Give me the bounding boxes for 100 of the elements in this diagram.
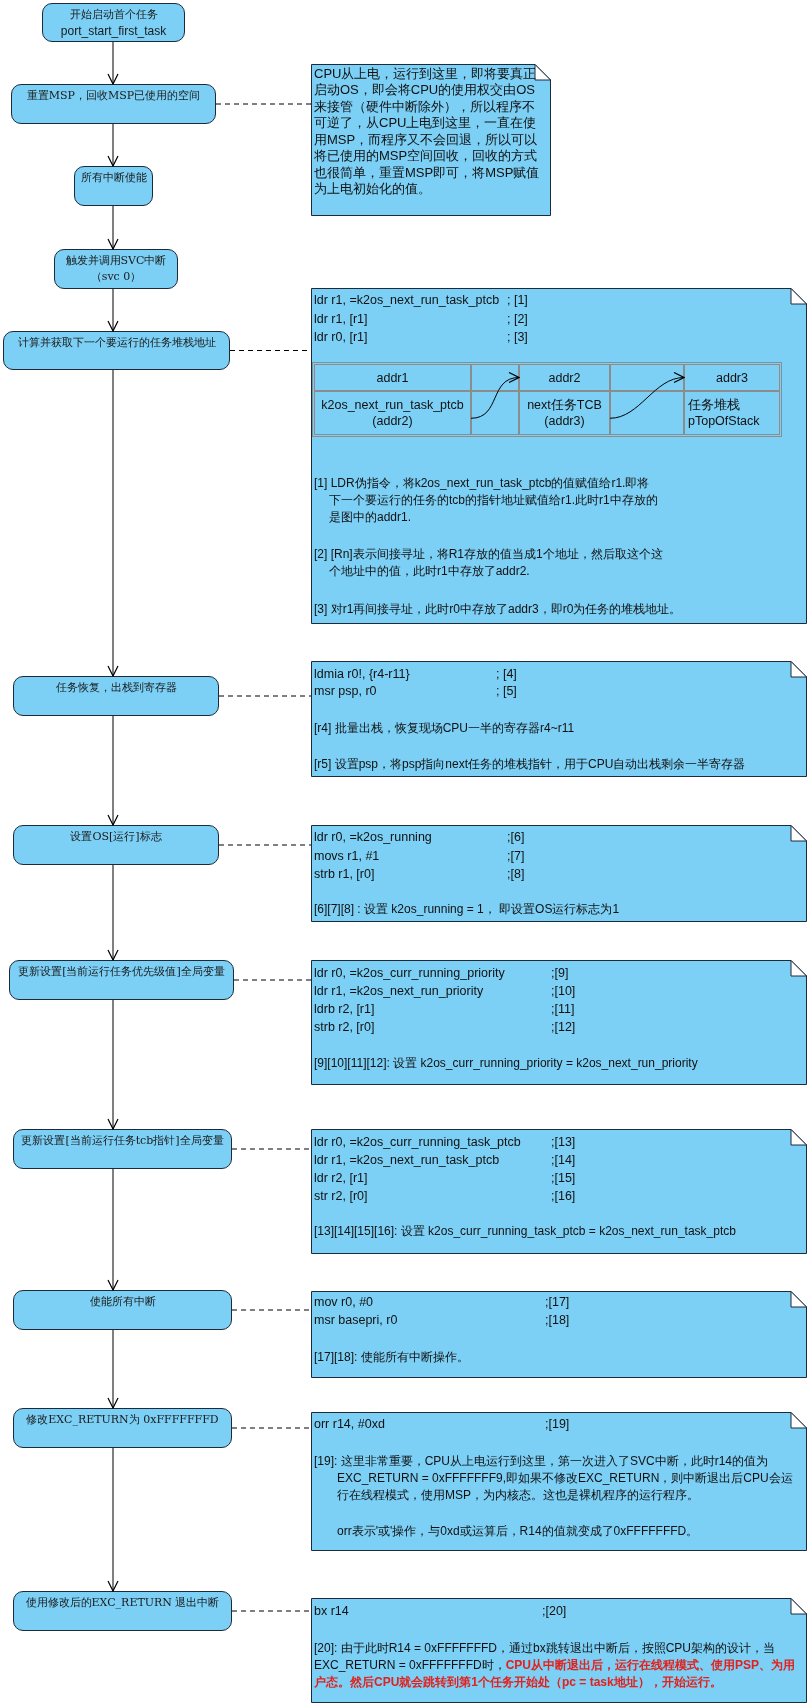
curved-arrow <box>609 373 685 419</box>
code-comment: ;[9] <box>551 964 569 982</box>
connector-line <box>231 1309 312 1311</box>
connector-line <box>233 979 312 981</box>
code-line: msr basepri, r0 <box>314 1311 398 1329</box>
code-line: ldr r0, =k2os_running <box>314 828 432 846</box>
note-text: CPU从上电，运行到这里，即将要真正启动OS，即会将CPU的使用权交由OS来接管（硬件中断除外），所以程序不可逆了，从CPU上电到这里，一直在使用MSP，而程序又不会回退，所以可以将已使用的MSP空间回收，回收的方式也很简单，重置MSP即可，将MSP赋值为上电初始化的值。 <box>314 65 540 198</box>
box-label: 开始启动首个任务 <box>68 7 159 23</box>
note-text: [20]: 由于此时R14 = 0xFFFFFFFD，通过bx跳转退出中断后，按照CPU架构的设计，当EXC_RETURN = 0xFFFFFFFD时，CPU从中断退出后，运行在线程模式、使用PSP、为用户态。然后CPU就会跳转到第1个任务开始处（pc = task地址），开始运行。 <box>314 1639 797 1691</box>
note-box <box>311 661 807 777</box>
code-comment: ;[13] <box>551 1133 576 1151</box>
box-label: 任务恢复，出栈到寄存器 <box>54 680 178 696</box>
code-comment: ; [5] <box>496 682 517 700</box>
process-box <box>13 1408 232 1448</box>
code-comment: ; [2] <box>507 310 528 328</box>
note-text: [6][7][8] : 设置 k2os_running = 1， 即设置OS运行标志为1 <box>314 900 621 918</box>
code-line: ldr r0, =k2os_curr_running_task_ptcb <box>314 1133 521 1151</box>
code-line: ldr r0, [r1] <box>314 328 368 346</box>
code-line: ldr r0, =k2os_curr_running_priority <box>314 964 505 982</box>
box-label: 更新设置[当前运行任务tcb指针]全局变量 <box>20 1133 225 1149</box>
code-comment: ;[6] <box>507 828 525 846</box>
note-box <box>311 1291 807 1378</box>
arrow <box>107 715 119 826</box>
code-line: movs r1, #1 <box>314 847 380 865</box>
connector-line <box>231 1610 312 1612</box>
process-box <box>42 3 185 42</box>
box-label: port_start_first_task <box>59 23 168 39</box>
arrow <box>107 1447 119 1592</box>
arrow <box>107 369 119 677</box>
box-label: 使用修改后的EXC_RETURN 退出中断 <box>24 1595 221 1611</box>
note-box <box>311 64 551 216</box>
box-label: 计算并获取下一个要运行的任务堆栈地址 <box>16 335 217 351</box>
arrow <box>107 1329 119 1409</box>
arrow <box>107 205 119 250</box>
table-cell: next任务TCB (addr3) <box>519 391 610 435</box>
box-label: 触发并调用SVC中断（svc 0） <box>64 253 168 285</box>
code-line: ldr r1, =k2os_next_run_task_ptcb <box>314 1151 500 1169</box>
note-text: [1] LDR伪指令，将k2os_next_run_task_ptcb的值赋值给r1.即将下一个要运行的任务的tcb的指针地址赋值给r1.此时r1中存放的是图中的addr1. <box>314 474 659 526</box>
arrow <box>107 41 119 85</box>
code-comment: ;[10] <box>551 982 576 1000</box>
note-box <box>311 960 807 1085</box>
code-line: ldr r2, [r1] <box>314 1169 368 1187</box>
arrow <box>107 864 119 961</box>
code-comment: ;[7] <box>507 847 525 865</box>
note-text: [r4] 批量出栈，恢复现场CPU一半的寄存器r4~r11 <box>314 719 576 737</box>
note-text: [17][18]: 使能所有中断操作。 <box>314 1348 470 1366</box>
arrow <box>107 123 119 167</box>
code-comment: ;[11] <box>551 1000 575 1018</box>
code-comment: ;[17] <box>545 1293 570 1311</box>
process-box <box>13 1129 232 1169</box>
code-line: strb r2, [r0] <box>314 1018 375 1036</box>
process-box <box>54 249 178 289</box>
arrow <box>107 999 119 1130</box>
box-label: 重置MSP，回收MSP已使用的空间 <box>25 88 202 104</box>
code-comment: ;[8] <box>507 865 525 883</box>
connector-line <box>231 1427 312 1429</box>
connector-line <box>215 103 312 105</box>
arrow <box>107 1168 119 1291</box>
note-text: [19]: 这里非常重要，CPU从上电运行到这里，第一次进入了SVC中断，此时r14的值为EXC_RETURN = 0xFFFFFFF9,即如果不修改EXC_RETURN，则中断退出后CPU会运行在线程模式，使用MSP，为内核态。这也是裸机程序的运行程序。 <box>314 1452 794 1504</box>
code-line: ldmia r0!, {r4-r11} <box>314 665 410 683</box>
connector-line <box>218 695 312 697</box>
box-label: 所有中断使能 <box>79 170 148 186</box>
code-line: ldrb r2, [r1] <box>314 1000 375 1018</box>
note-box <box>311 288 807 624</box>
note-text: [2] [Rn]表示间接寻址，将R1存放的值当成1个地址，然后取这个这个地址中的值，此时r1中存放了addr2. <box>314 545 664 580</box>
process-box <box>3 331 230 370</box>
code-comment: ;[16] <box>551 1187 576 1205</box>
code-line: str r2, [r0] <box>314 1187 368 1205</box>
note-box <box>311 1129 807 1254</box>
code-comment: ; [3] <box>507 328 528 346</box>
process-box <box>9 960 234 1000</box>
arrow <box>107 288 119 332</box>
code-comment: ; [1] <box>507 291 528 309</box>
code-comment: ;[14] <box>551 1151 576 1169</box>
note-text: [r5] 设置psp，将psp指向next任务的堆栈指针，用于CPU自动出栈剩余一半寄存器 <box>314 755 747 773</box>
process-box <box>13 1591 232 1631</box>
table-cell: k2os_next_run_task_ptcb (addr2) <box>314 391 471 435</box>
curved-arrow <box>470 373 520 419</box>
code-line: ldr r1, [r1] <box>314 310 368 328</box>
box-label: 修改EXC_RETURN为 0xFFFFFFFD <box>25 1412 220 1428</box>
note-box <box>311 825 807 922</box>
box-label: 设置OS[运行]标志 <box>69 829 163 845</box>
note-text: [3] 对r1再间接寻址，此时r0中存放了addr3，即r0为任务的堆栈地址。 <box>314 600 683 618</box>
note-box <box>311 1412 807 1551</box>
process-box <box>11 84 216 124</box>
code-line: ldr r1, =k2os_next_run_task_ptcb <box>314 291 500 309</box>
code-comment: ;[18] <box>545 1311 570 1329</box>
code-line: msr psp, r0 <box>314 682 377 700</box>
code-comment: ;[20] <box>542 1602 567 1620</box>
code-line: bx r14 <box>314 1602 349 1620</box>
code-comment: ;[12] <box>551 1018 576 1036</box>
code-line: mov r0, #0 <box>314 1293 374 1311</box>
process-box <box>74 166 153 206</box>
note-box <box>311 1598 807 1703</box>
note-text: [13][14][15][16]: 设置 k2os_curr_running_task_ptcb = k2os_next_run_task_ptcb <box>314 1222 737 1240</box>
connector-line <box>231 1148 312 1150</box>
process-box <box>13 1290 232 1330</box>
process-box <box>13 676 219 716</box>
code-line: orr r14, #0xd <box>314 1415 385 1433</box>
process-box <box>13 825 219 865</box>
